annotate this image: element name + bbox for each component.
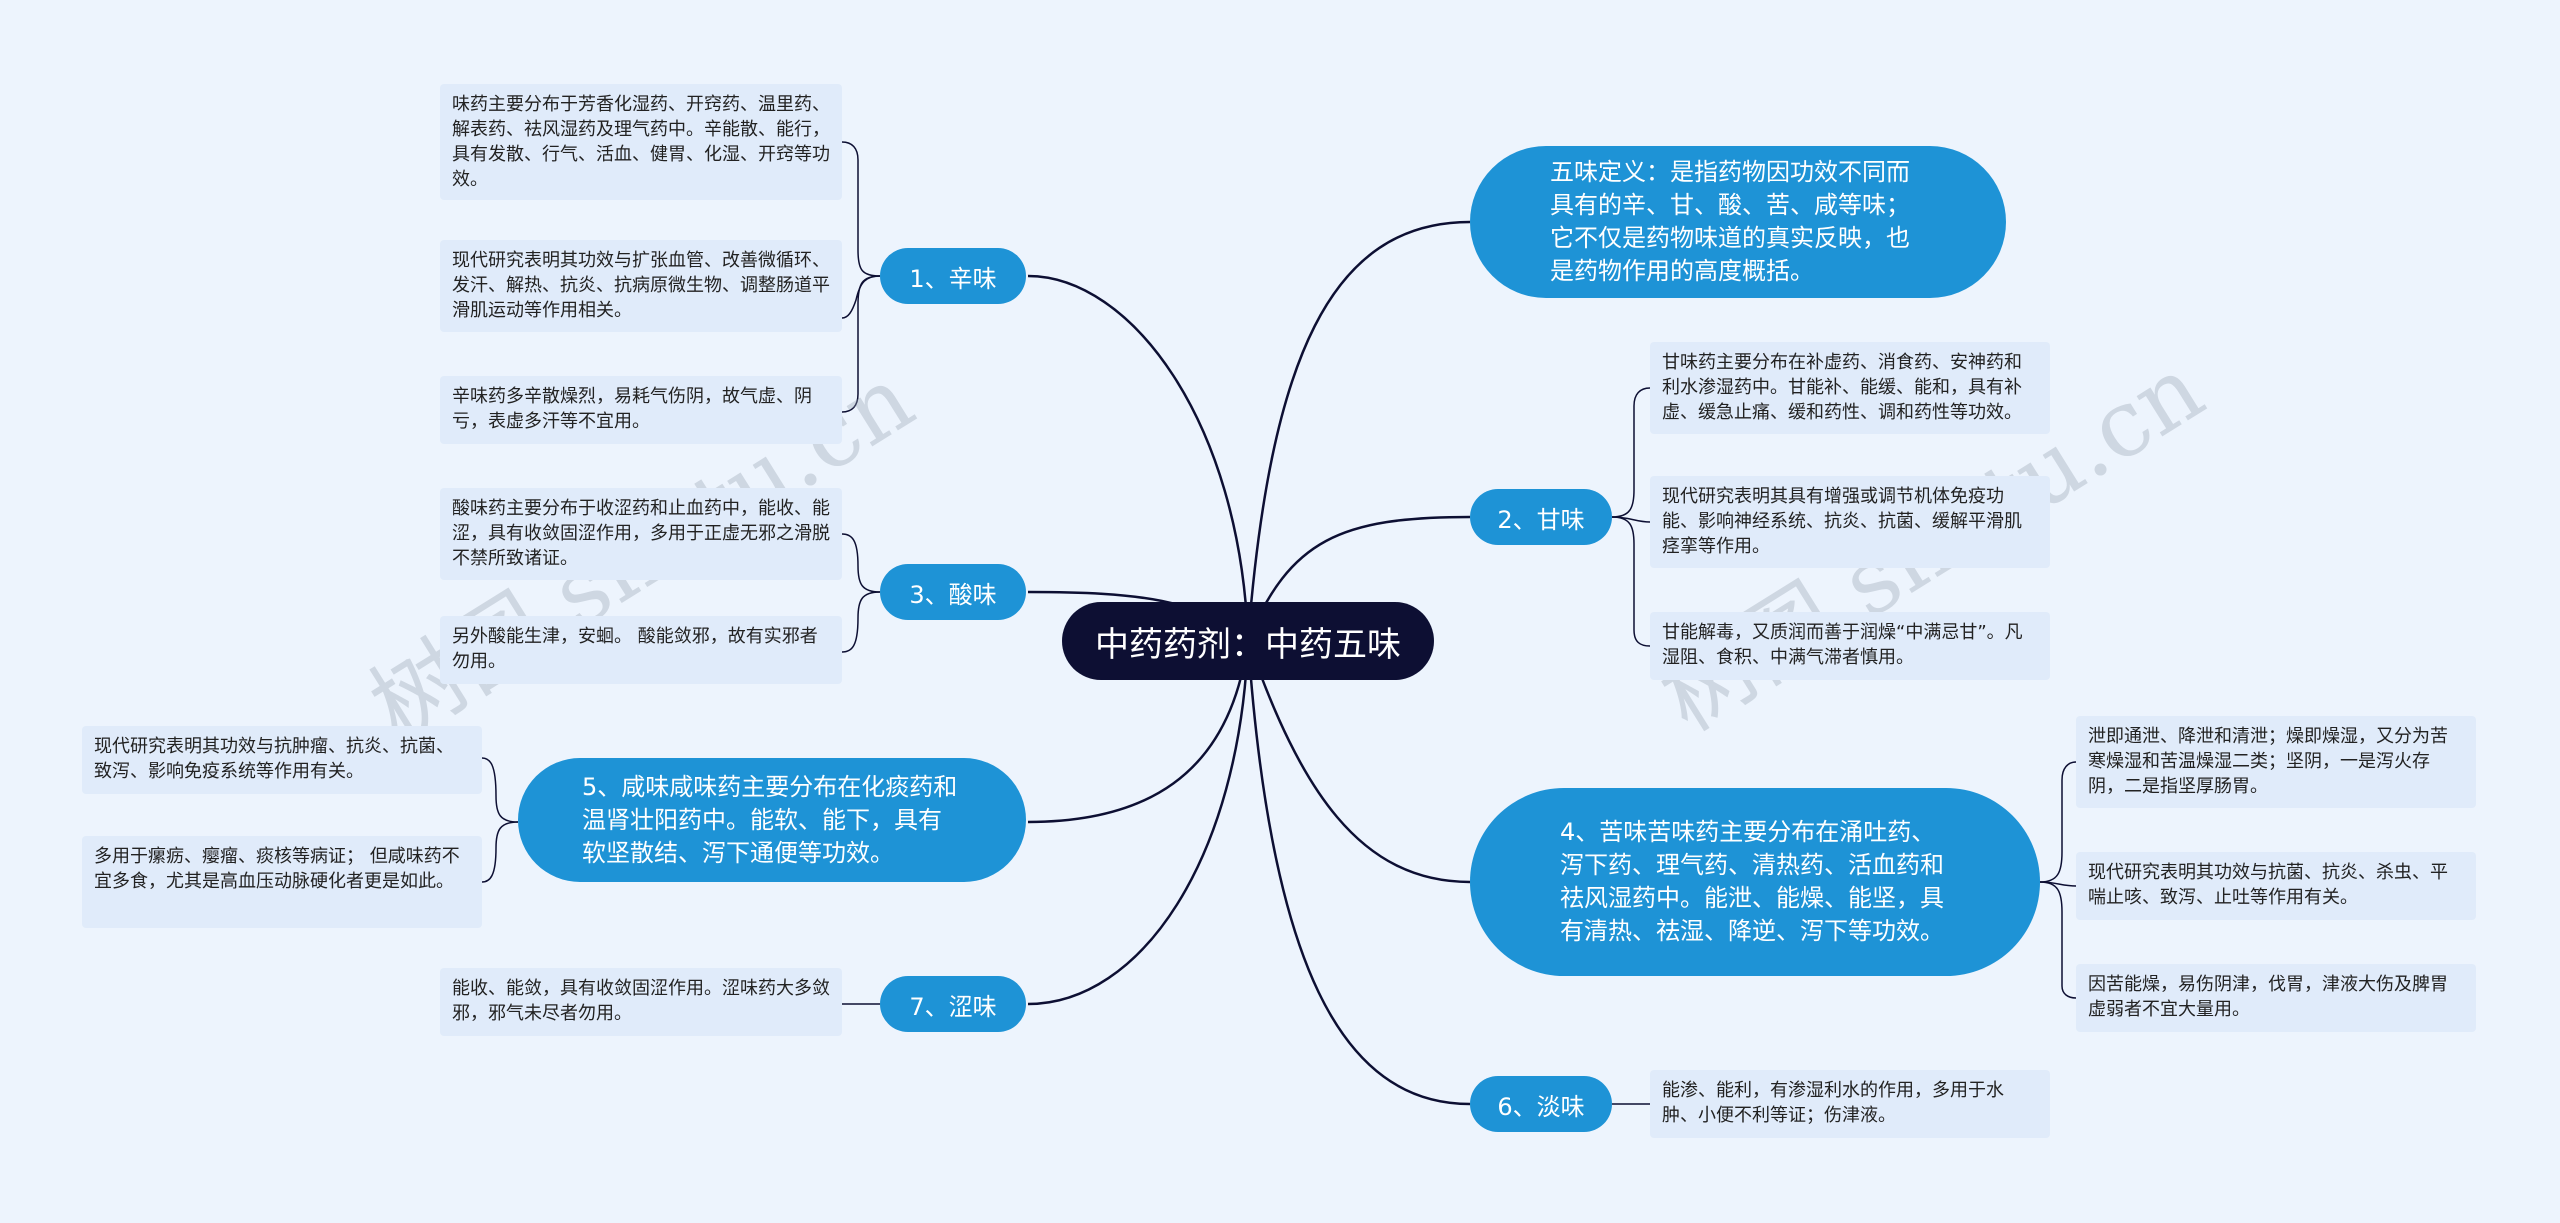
branch-xinwei[interactable]: 1、辛味 [880, 248, 1026, 304]
kuwei-text: 4、苦味苦味药主要分布在涌吐药、泻下药、理气药、清热药、活血药和祛风湿药中。能泄… [1560, 818, 1944, 945]
xinwei-detail-2[interactable]: 现代研究表明其功效与扩张血管、改善微循环、发汗、解热、抗炎、抗病原微生物、调整肠… [440, 240, 842, 332]
xianwei-detail-2[interactable]: 多用于瘰疬、瘿瘤、痰核等病证； 但咸味药不宜多食，尤其是高血压动脉硬化者更是如此… [82, 836, 482, 928]
definition-text: 五味定义：是指药物因功效不同而具有的辛、甘、酸、苦、咸等味；它不仅是药物味道的真… [1550, 158, 1910, 285]
xinwei-detail-3[interactable]: 辛味药多辛散燥烈，易耗气伤阴，故气虚、阴亏，表虚多汗等不宜用。 [440, 376, 842, 444]
branch-kuwei[interactable]: 4、苦味苦味药主要分布在涌吐药、泻下药、理气药、清热药、活血药和祛风湿药中。能泄… [1470, 788, 2040, 976]
xianwei-detail-1[interactable]: 现代研究表明其功效与抗肿瘤、抗炎、抗菌、致泻、影响免疫系统等作用有关。 [82, 726, 482, 794]
branch-suanwei[interactable]: 3、酸味 [880, 564, 1026, 620]
xianwei-text: 5、咸味咸味药主要分布在化痰药和温肾壮阳药中。能软、能下，具有软坚散结、泻下通便… [582, 772, 958, 867]
kuwei-detail-3[interactable]: 因苦能燥，易伤阴津，伐胃，津液大伤及脾胃虚弱者不宜大量用。 [2076, 964, 2476, 1032]
branch-ganwei[interactable]: 2、甘味 [1470, 489, 1612, 545]
suanwei-detail-2[interactable]: 另外酸能生津，安蛔。 酸能敛邪，故有实邪者勿用。 [440, 616, 842, 684]
ganwei-detail-2[interactable]: 现代研究表明其具有增强或调节机体免疫功能、影响神经系统、抗炎、抗菌、缓解平滑肌痉… [1650, 476, 2050, 568]
ganwei-detail-1[interactable]: 甘味药主要分布在补虚药、消食药、安神药和利水渗湿药中。甘能补、能缓、能和，具有补… [1650, 342, 2050, 434]
branch-sewei[interactable]: 7、涩味 [880, 976, 1026, 1032]
definition-node[interactable]: 五味定义：是指药物因功效不同而具有的辛、甘、酸、苦、咸等味；它不仅是药物味道的真… [1470, 146, 2006, 298]
suanwei-detail-1[interactable]: 酸味药主要分布于收涩药和止血药中，能收、能涩，具有收敛固涩作用，多用于正虚无邪之… [440, 488, 842, 580]
central-topic[interactable]: 中药药剂：中药五味 [1062, 602, 1434, 680]
xinwei-detail-1[interactable]: 味药主要分布于芳香化湿药、开窍药、温里药、解表药、祛风湿药及理气药中。辛能散、能… [440, 84, 842, 200]
sewei-detail-1[interactable]: 能收、能敛，具有收敛固涩作用。涩味药大多敛邪，邪气未尽者勿用。 [440, 968, 842, 1036]
danwei-detail-1[interactable]: 能渗、能利，有渗湿利水的作用，多用于水肿、小便不利等证；伤津液。 [1650, 1070, 2050, 1138]
kuwei-detail-1[interactable]: 泄即通泄、降泄和清泄；燥即燥湿，又分为苦寒燥湿和苦温燥湿二类；坚阴，一是泻火存阴… [2076, 716, 2476, 808]
branch-xianwei[interactable]: 5、咸味咸味药主要分布在化痰药和温肾壮阳药中。能软、能下，具有软坚散结、泻下通便… [518, 758, 1026, 882]
kuwei-detail-2[interactable]: 现代研究表明其功效与抗菌、抗炎、杀虫、平喘止咳、致泻、止吐等作用有关。 [2076, 852, 2476, 920]
ganwei-detail-3[interactable]: 甘能解毒，又质润而善于润燥“中满忌甘”。凡湿阻、食积、中满气滞者慎用。 [1650, 612, 2050, 680]
branch-danwei[interactable]: 6、淡味 [1470, 1076, 1612, 1132]
